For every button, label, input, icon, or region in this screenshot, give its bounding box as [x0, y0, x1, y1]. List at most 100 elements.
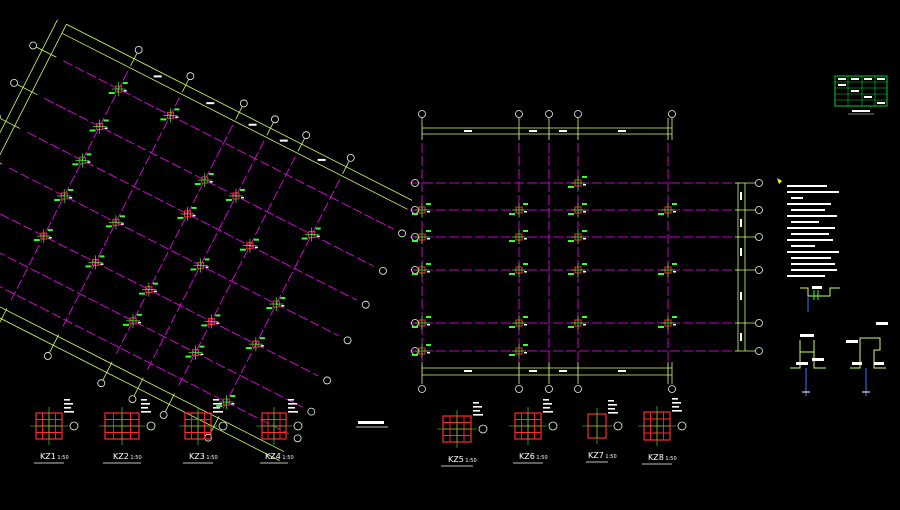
annotation-text — [288, 411, 298, 413]
annotation-text — [608, 412, 618, 414]
grid-bubble-top — [302, 131, 311, 140]
grid-bubble-right — [343, 336, 352, 345]
dimension-line — [61, 32, 408, 210]
column-marker — [658, 316, 677, 330]
column-marker — [105, 215, 125, 230]
column-scale: 1:50 — [534, 455, 548, 461]
dimension-text — [559, 370, 567, 372]
dimension-line — [297, 138, 305, 152]
annotation-text — [672, 410, 682, 412]
grid-bubble-top — [545, 110, 553, 118]
grid-bubble — [478, 424, 488, 434]
annotation-text — [288, 403, 297, 405]
dimension-text — [248, 123, 257, 126]
column-marker — [89, 119, 109, 134]
column-scale: 1:50 — [55, 455, 69, 461]
dimension-line — [0, 19, 58, 134]
column-marker — [568, 176, 587, 190]
grid-line — [145, 140, 265, 373]
column-label-6: KZ6 1:50 — [519, 452, 548, 461]
grid-bubble-left — [29, 41, 38, 50]
annotation-text — [672, 402, 681, 404]
dimension-line — [0, 24, 67, 156]
annotation-text — [543, 411, 553, 413]
column-label-7: KZ7 1:50 — [588, 451, 617, 460]
dimension-text — [464, 130, 472, 132]
column-label-8: KZ8 1:50 — [648, 453, 677, 462]
column-scale: 1:50 — [663, 456, 677, 462]
column-id: KZ1 — [40, 452, 56, 461]
grid-bubble-right — [755, 319, 763, 327]
dimension-text — [740, 292, 742, 300]
dimension-line — [17, 84, 38, 96]
annotation-text — [672, 398, 678, 400]
grid-bubble-bottom — [159, 411, 168, 419]
annotation-text — [213, 403, 222, 405]
grid-bubble-right — [398, 229, 406, 238]
grid-line — [221, 179, 341, 412]
column-marker — [658, 263, 677, 277]
grid-bubble-left — [10, 78, 18, 87]
grid-bubble — [613, 421, 623, 431]
grid-bubble-bottom — [97, 379, 106, 388]
column-marker — [266, 297, 286, 312]
dimension-text — [740, 192, 742, 200]
column-marker — [54, 188, 74, 203]
column-scale: 1:50 — [128, 455, 142, 461]
column-marker — [194, 173, 214, 188]
annotation-text — [543, 407, 550, 409]
column-id: KZ2 — [113, 452, 129, 461]
column-marker — [568, 203, 587, 217]
dimension-text — [464, 370, 472, 372]
column-marker — [160, 108, 180, 123]
dimension-line — [49, 334, 60, 353]
column-section-2 — [99, 399, 156, 464]
dimension-line — [266, 122, 274, 136]
column-marker — [568, 230, 587, 244]
dimension-line — [36, 46, 57, 58]
orthogonal-foundation-plan — [410, 110, 763, 393]
annotation-text — [288, 407, 295, 409]
dimension-text — [740, 219, 742, 227]
grid-bubble — [548, 421, 558, 431]
general-notes — [777, 178, 839, 277]
dimension-line — [342, 161, 350, 175]
annotation-text — [543, 399, 549, 401]
legend-table — [834, 75, 888, 115]
column-section-details — [30, 398, 687, 467]
column-marker — [108, 82, 128, 97]
grid-bubble-bottom — [43, 352, 52, 360]
rotated-foundation-plan — [0, 19, 413, 461]
column-id: KZ3 — [189, 452, 205, 461]
annotation-text — [64, 403, 73, 405]
grid-bubble — [218, 421, 228, 431]
column-marker — [239, 238, 259, 253]
grid-bubble-top — [186, 72, 195, 81]
column-section-5 — [437, 402, 488, 467]
column-marker — [85, 255, 105, 270]
annotation-text — [213, 407, 220, 409]
annotation-text — [64, 411, 74, 413]
column-section-8 — [638, 398, 687, 465]
dimension-line — [102, 361, 113, 380]
column-id: KZ4 — [265, 452, 281, 461]
column-marker — [201, 314, 221, 329]
grid-bubble-right — [755, 266, 763, 274]
annotation-text — [608, 408, 615, 410]
dimension-text — [206, 102, 215, 105]
annotation-text — [473, 406, 482, 408]
annotation-text — [141, 399, 147, 401]
grid-line — [0, 252, 303, 408]
column-marker — [412, 230, 431, 244]
column-marker — [412, 263, 431, 277]
grid-bubble-top — [574, 110, 582, 118]
dimension-text — [559, 130, 567, 132]
column-marker — [568, 263, 587, 277]
annotation-text — [608, 400, 614, 402]
column-marker — [177, 206, 197, 221]
plan-title-mark — [356, 421, 388, 428]
column-scale: 1:50 — [204, 455, 218, 461]
column-label-1: KZ1 1:50 — [40, 452, 69, 461]
grid-bubble — [677, 421, 687, 431]
detail-sketches — [790, 286, 888, 396]
